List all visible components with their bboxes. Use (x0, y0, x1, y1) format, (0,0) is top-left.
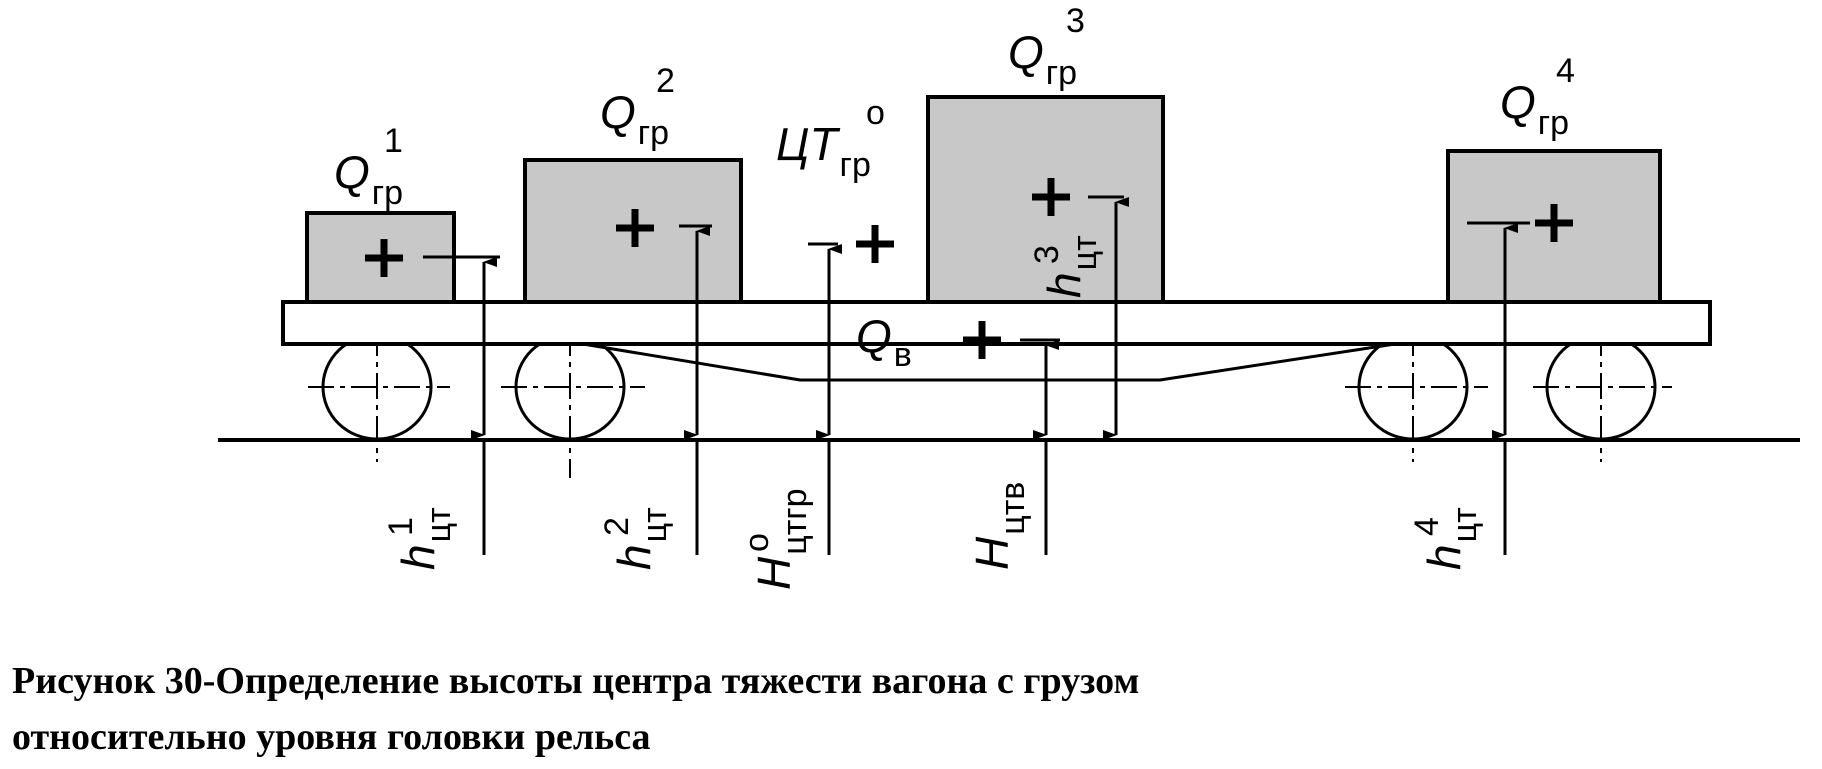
svg-text:hцт: hцт (608, 507, 674, 570)
label-H-cargo: Hцтгр о (738, 488, 814, 590)
svg-text:hцт: hцт (392, 507, 458, 570)
wagon-diagram: Qгр 1 Qгр 2 Qгр 3 Qгр 4 ЦТгр о Qв hцт 1 … (218, 2, 1800, 590)
cg-mark-cargo-2 (616, 209, 654, 247)
dim-h3 (1088, 195, 1129, 440)
label-h2: hцт 2 (598, 507, 674, 570)
figure-caption-line-2: относительно уровня головки рельса (12, 716, 651, 758)
label-h4: hцт 4 (1408, 507, 1484, 570)
svg-text:hцт: hцт (1418, 507, 1484, 570)
label-cargo-3-sup: 3 (1066, 2, 1085, 40)
cg-mark-cargo-3 (1032, 178, 1070, 216)
dim-h2 (679, 224, 712, 555)
label-h1: hцт 1 (382, 507, 458, 570)
figure-caption-line-1: Рисунок 30-Определение высоты центра тяж… (12, 660, 1140, 702)
label-cargo-4-sup: 4 (1556, 52, 1575, 90)
wagon-frame (582, 342, 1396, 382)
svg-text:Hцтгр: Hцтгр (748, 488, 814, 590)
label-h3: hцт 3 (1028, 235, 1104, 298)
label-wagon-weight: Qв (856, 310, 912, 374)
dim-h4 (1467, 221, 1530, 555)
label-cargo-4: Qгр (1500, 76, 1569, 142)
cg-mark-cargo-total (856, 225, 894, 263)
wheelset-4 (1533, 330, 1672, 462)
svg-text:1: 1 (382, 517, 420, 536)
svg-text:4: 4 (1408, 517, 1446, 536)
svg-text:Hцтв: Hцтв (966, 482, 1032, 570)
dim-h1 (423, 255, 500, 555)
cg-mark-wagon (963, 321, 1001, 359)
label-cargo-2-sup: 2 (656, 62, 675, 100)
label-cargo-1: Qгр (334, 146, 403, 212)
svg-text:hцт: hцт (1038, 235, 1104, 298)
cg-mark-cargo-4 (1535, 204, 1573, 242)
dim-h-cargo-total (808, 242, 842, 555)
cg-mark-cargo-1 (365, 239, 403, 277)
label-cargo-3: Qгр (1008, 26, 1077, 92)
dim-h-wagon (1020, 338, 1060, 555)
svg-text:3: 3 (1028, 245, 1066, 264)
label-H-wagon: Hцтв (966, 482, 1032, 570)
label-cargo-1-sup: 1 (384, 122, 403, 160)
wheelset-1 (308, 330, 450, 462)
label-cargo-2: Qгр (600, 86, 669, 152)
label-cg-cargo: ЦТгр (776, 118, 871, 184)
label-cg-cargo-sup: о (866, 94, 885, 132)
svg-text:2: 2 (598, 517, 636, 536)
svg-text:о: о (738, 533, 776, 552)
